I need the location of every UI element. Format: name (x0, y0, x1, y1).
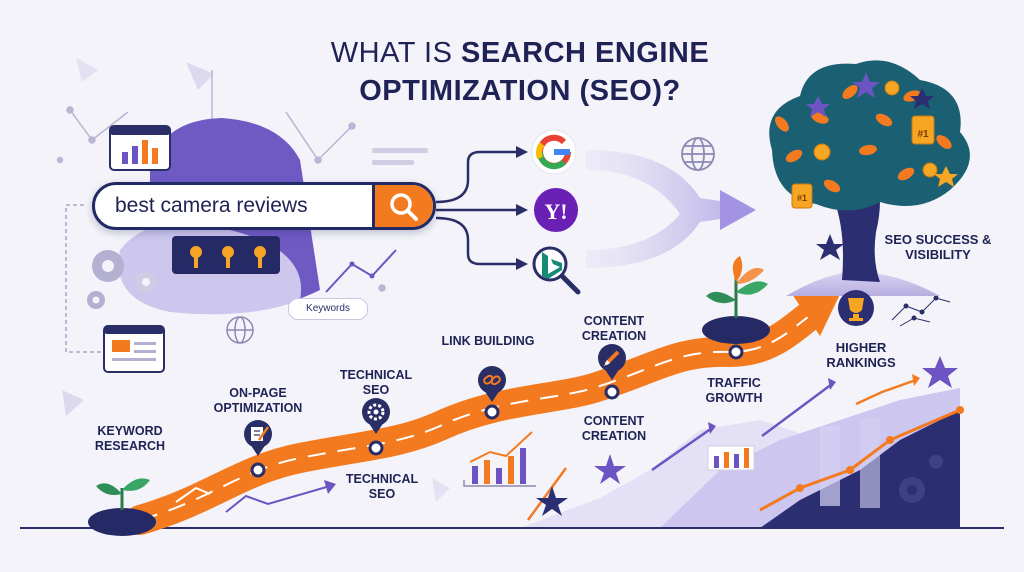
gear-icon-small (136, 272, 156, 292)
milestone-dots (250, 344, 744, 478)
search-button[interactable] (372, 185, 433, 227)
bar-chart-icon-2 (707, 445, 755, 471)
trend-line-icon (325, 249, 397, 293)
title-line2: OPTIMIZATION (SEO)? (359, 75, 681, 107)
rising-arrows (526, 378, 917, 521)
network-lines (56, 70, 386, 292)
step-content-creation-top: CONTENT CREATION (581, 314, 647, 343)
search-icon (390, 193, 418, 221)
search-bar[interactable]: best camera reviews (92, 182, 436, 230)
page-title: WHAT IS SEARCH ENGINE OPTIMIZATION (SEO)… (240, 34, 800, 110)
yahoo-logo-text: Y! (544, 199, 567, 224)
path-chevron (175, 486, 211, 503)
engine-connectors (435, 150, 516, 266)
pencil-icon (598, 344, 626, 380)
globe-icon-top (681, 137, 715, 171)
gear-icon (87, 250, 124, 309)
keys-panel (172, 236, 280, 274)
sprout-icon (88, 478, 156, 536)
funnel-arrow (586, 150, 740, 268)
link-chain-icon (478, 366, 506, 402)
step-content-creation-bottom: CONTENT CREATION (581, 414, 647, 443)
rank-badge-2: #1 (797, 193, 807, 203)
dashed-connector (65, 204, 104, 353)
funnel-arrowhead (720, 190, 756, 230)
mini-trend-arrow (225, 480, 336, 513)
step-keyword-research: KEYWORD RESEARCH (94, 424, 166, 453)
star-icon (536, 234, 844, 516)
analytics-window-icon (109, 125, 171, 171)
bar-chart-icon (463, 431, 536, 487)
text-lines-decor (372, 148, 428, 165)
webpage-icon (103, 325, 165, 373)
yahoo-logo-icon: Y! (534, 188, 578, 232)
bing-logo-icon (532, 246, 581, 295)
rank-badge: #1 (917, 129, 929, 140)
star-icon-purple (594, 356, 958, 484)
globe-icon (226, 316, 254, 344)
search-query-text: best camera reviews (115, 194, 308, 217)
step-technical-seo-top: TECHNICAL SEO (339, 368, 413, 397)
title-prefix: WHAT IS (330, 37, 453, 69)
seo-success-label: SEO SUCCESS & VISIBILITY (884, 232, 992, 262)
step-higher-rankings: HIGHER RANKINGS (826, 340, 896, 370)
step-traffic-growth: TRAFFIC GROWTH (705, 376, 763, 405)
plant-icon (702, 256, 770, 344)
growth-path-arrowhead (792, 290, 842, 336)
constellation-icon (891, 295, 951, 327)
trophy-icon (838, 290, 874, 326)
document-pen-icon (244, 420, 272, 456)
arrowheads (708, 378, 836, 434)
title-bold: SEARCH ENGINE (461, 37, 710, 69)
keywords-tag: Keywords (288, 298, 368, 320)
background-decor (62, 58, 450, 502)
google-logo-icon (531, 129, 577, 175)
step-link-building: LINK BUILDING (441, 334, 535, 348)
settings-gear-icon (362, 398, 390, 434)
success-tree-icon: #1 #1 (769, 60, 970, 296)
step-on-page-optimization: ON-PAGE OPTIMIZATION (213, 386, 303, 415)
step-technical-seo-bottom: TECHNICAL SEO (345, 472, 419, 501)
